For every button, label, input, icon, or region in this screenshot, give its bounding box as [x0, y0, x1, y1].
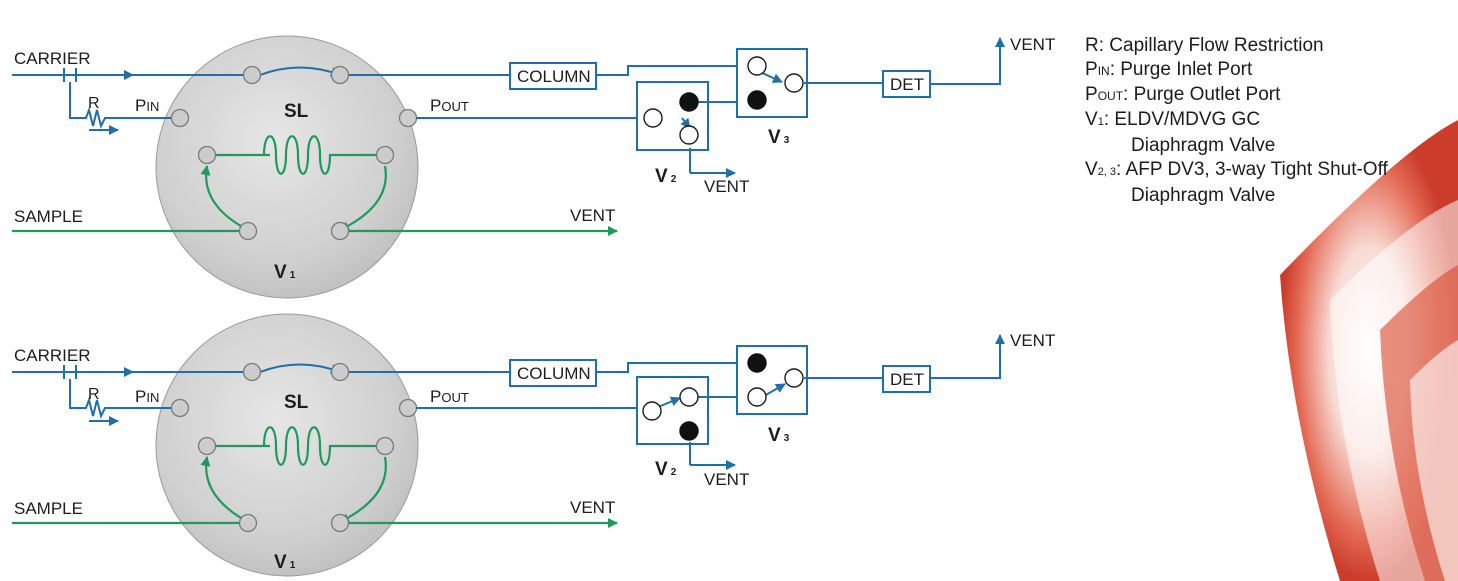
vent-label: VENT	[704, 177, 749, 196]
pin-label: PIN	[135, 96, 159, 115]
decorative-swirl	[1280, 120, 1458, 581]
pout-label: POUT	[430, 96, 469, 115]
pout-label: POUT	[430, 387, 469, 406]
schematic-bottom	[12, 313, 1005, 577]
legend-row-pin: PIN: Purge Inlet Port	[1085, 59, 1253, 80]
vent-label: VENT	[570, 206, 615, 225]
det-label: DET	[890, 75, 924, 94]
vent-label: VENT	[1010, 331, 1055, 350]
carrier-label: CARRIER	[14, 346, 91, 365]
det-label: DET	[890, 370, 924, 389]
pin-label: PIN	[135, 387, 159, 406]
labels-bottom: CARRIER R PIN POUT SL SAMPLE VENT COLUMN…	[14, 331, 1055, 573]
legend-row-v23-cont: Diaphragm Valve	[1131, 185, 1276, 206]
carrier-label: CARRIER	[14, 49, 91, 68]
schematic-top	[12, 35, 1005, 299]
vent-label: VENT	[570, 498, 615, 517]
restrictor-label: R	[88, 386, 100, 403]
valve-v1-body	[155, 35, 419, 299]
sample-label: SAMPLE	[14, 499, 83, 518]
sample-label: SAMPLE	[14, 207, 83, 226]
legend-row-r: R: Capillary Flow Restriction	[1085, 35, 1324, 56]
column-label: COLUMN	[517, 364, 591, 383]
legend-row-pout: POUT: Purge Outlet Port	[1085, 84, 1281, 105]
legend-row-v1-cont: Diaphragm Valve	[1131, 135, 1276, 156]
sample-loop-label: SL	[284, 392, 309, 413]
sample-loop-label: SL	[284, 101, 309, 122]
vent-label: VENT	[1010, 35, 1055, 54]
labels-top: CARRIER R PIN POUT SL SAMPLE VENT COLUMN…	[14, 35, 1055, 283]
legend-row-v1: V1: ELDV/MDVG GC	[1085, 109, 1261, 130]
vent-label: VENT	[704, 470, 749, 489]
column-label: COLUMN	[517, 67, 591, 86]
legend: R: Capillary Flow Restriction PIN: Purge…	[1085, 34, 1415, 208]
legend-row-v23: V2, 3: AFP DV3, 3-way Tight Shut-Off	[1085, 159, 1388, 180]
restrictor-label: R	[88, 95, 100, 112]
